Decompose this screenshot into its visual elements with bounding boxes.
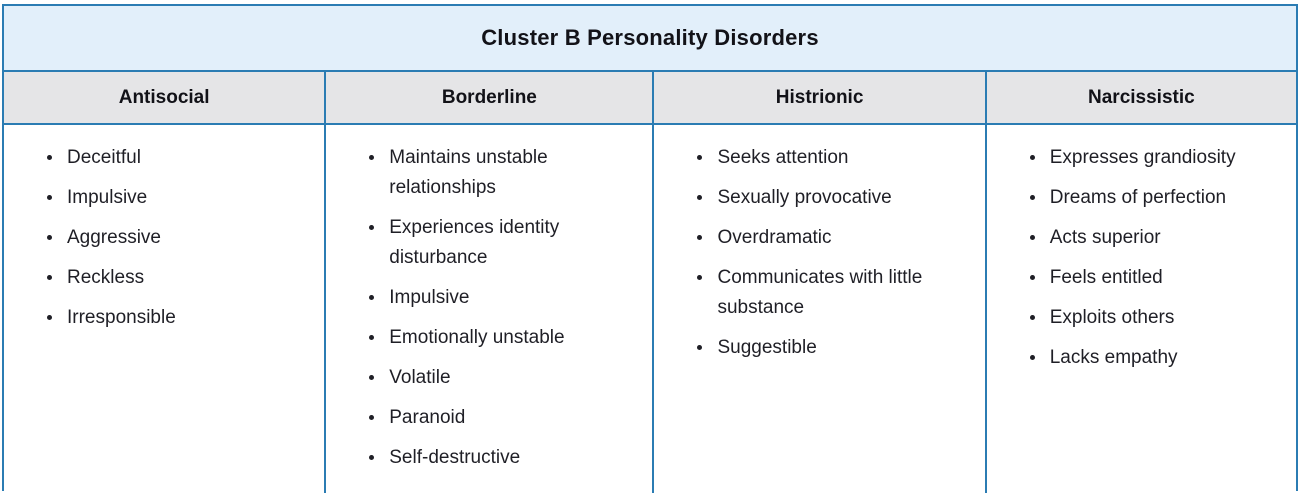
trait-item: Experiences identity disturbance xyxy=(386,213,644,273)
trait-item: Impulsive xyxy=(386,283,644,313)
trait-item: Self-destructive xyxy=(386,443,644,473)
trait-item: Deceitful xyxy=(64,143,316,173)
trait-item: Expresses grandiosity xyxy=(1047,143,1288,173)
trait-item: Lacks empathy xyxy=(1047,343,1288,373)
column-body-borderline: Maintains unstable relationshipsExperien… xyxy=(324,125,652,493)
trait-item: Paranoid xyxy=(386,403,644,433)
column-header-histrionic: Histrionic xyxy=(652,72,984,123)
column-body-histrionic: Seeks attentionSexually provocativeOverd… xyxy=(652,125,984,493)
trait-item: Volatile xyxy=(386,363,644,393)
trait-item: Seeks attention xyxy=(714,143,976,173)
table-title-row: Cluster B Personality Disorders xyxy=(4,6,1296,72)
table-body-row: DeceitfulImpulsiveAggressiveRecklessIrre… xyxy=(4,125,1296,493)
trait-list: Maintains unstable relationshipsExperien… xyxy=(326,143,644,473)
trait-item: Acts superior xyxy=(1047,223,1288,253)
cluster-b-table: Cluster B Personality Disorders Antisoci… xyxy=(2,4,1298,493)
trait-item: Sexually provocative xyxy=(714,183,976,213)
trait-item: Feels entitled xyxy=(1047,263,1288,293)
trait-item: Maintains unstable relationships xyxy=(386,143,644,203)
table-title: Cluster B Personality Disorders xyxy=(481,25,819,50)
trait-item: Overdramatic xyxy=(714,223,976,253)
column-body-narcissistic: Expresses grandiosityDreams of perfectio… xyxy=(984,125,1296,493)
trait-item: Reckless xyxy=(64,263,316,293)
column-body-antisocial: DeceitfulImpulsiveAggressiveRecklessIrre… xyxy=(4,125,324,493)
column-header-antisocial: Antisocial xyxy=(118,86,210,108)
trait-item: Impulsive xyxy=(64,183,316,213)
trait-list: Expresses grandiosityDreams of perfectio… xyxy=(987,143,1288,373)
trait-item: Dreams of perfection xyxy=(1047,183,1288,213)
column-header-borderline: Borderline xyxy=(324,72,652,123)
trait-list: Seeks attentionSexually provocativeOverd… xyxy=(654,143,976,363)
column-header-narcissistic: Narcissistic xyxy=(984,72,1296,123)
trait-item: Emotionally unstable xyxy=(386,323,644,353)
trait-item: Aggressive xyxy=(64,223,316,253)
trait-item: Communicates with little substance xyxy=(714,263,976,323)
trait-item: Suggestible xyxy=(714,333,976,363)
trait-item: Irresponsible xyxy=(64,303,316,333)
trait-list: DeceitfulImpulsiveAggressiveRecklessIrre… xyxy=(4,143,316,333)
trait-item: Exploits others xyxy=(1047,303,1288,333)
